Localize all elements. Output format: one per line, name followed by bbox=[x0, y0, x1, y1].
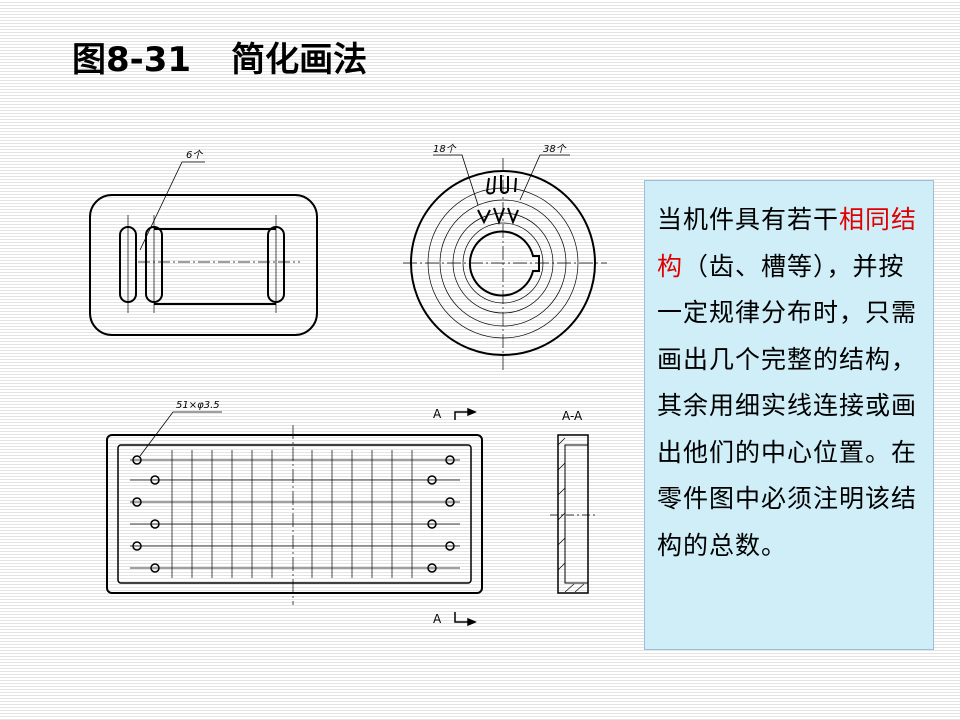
hole-grid-lines bbox=[130, 450, 460, 578]
label-38-grooves: 38个 bbox=[543, 143, 567, 155]
hole-marks bbox=[132, 455, 455, 573]
description-text: 当机件具有若干 bbox=[657, 205, 840, 234]
label-holes: 51×φ3.5 bbox=[176, 400, 220, 411]
slotted-plate-view bbox=[89, 161, 318, 336]
description-box: 当机件具有若干相同结构（齿、槽等），并按一定规律分布时，只需画出几个完整的结构，… bbox=[644, 180, 934, 650]
description-text-rest: （齿、槽等），并按一定规律分布时，只需画出几个完整的结构，其余用细实线连接或画出… bbox=[657, 251, 918, 560]
label-6-slots: 6个 bbox=[186, 149, 203, 161]
label-18-teeth: 18个 bbox=[433, 143, 457, 155]
label-section-a-top: A bbox=[433, 407, 442, 421]
label-section-a-bottom: A bbox=[433, 612, 442, 626]
perforated-plate-view bbox=[106, 411, 483, 605]
technical-drawing: 6个 18个 38个 bbox=[89, 143, 607, 627]
figure-number: 图8-31 bbox=[72, 40, 192, 80]
section-marks bbox=[454, 407, 477, 627]
description-highlight: 相同结构 bbox=[657, 205, 918, 281]
gear-view bbox=[403, 154, 607, 372]
label-section-aa: A-A bbox=[562, 409, 583, 423]
slide-title: 图8-31 简化画法 bbox=[72, 36, 367, 84]
section-view bbox=[550, 434, 595, 594]
figure-title: 简化画法 bbox=[231, 40, 368, 80]
